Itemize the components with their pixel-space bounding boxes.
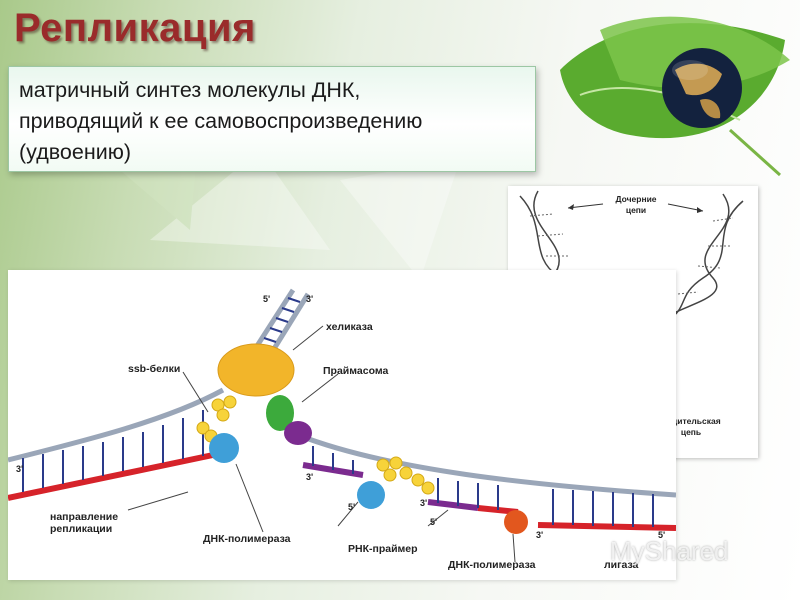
label-direction-1: направление (50, 511, 118, 523)
replication-fork-drawing: 5' 3' 3' 3' 5' 3' 5' 3' 5' хеликаза Прай… (7, 288, 677, 571)
label-primasome: Праймасома (323, 365, 388, 377)
dna-polymerase-leading (209, 433, 239, 463)
daughter-strands-label-2: цепи (626, 205, 646, 215)
label-rna-primer: РНК-праймер (348, 543, 418, 555)
primasome-green (266, 395, 294, 431)
label-direction-2: репликации (50, 523, 112, 535)
definition-line-3: (удвоению) (19, 140, 132, 164)
label-5prime-c: 5' (430, 517, 437, 527)
parent-strand-label-1: Родительская (661, 416, 720, 426)
leaf-globe-image (560, 16, 790, 177)
ssb-proteins (196, 395, 435, 495)
ligase-protein (504, 510, 528, 534)
label-5prime-b: 5' (348, 502, 355, 512)
label-3prime-c: 3' (306, 472, 313, 482)
dna-polymerase-lagging (357, 481, 385, 509)
label-ssb-proteins: ssb-белки (128, 363, 180, 375)
daughter-strands-label-1: Дочерние (615, 194, 656, 204)
label-3prime-e: 3' (536, 530, 543, 540)
helicase-protein (217, 343, 295, 397)
label-5prime-d: 5' (658, 530, 665, 540)
label-ligase: лигаза (604, 559, 639, 571)
definition-line-2: приводящий к ее самовоспроизведению (19, 109, 423, 133)
label-3prime-b: 3' (16, 464, 23, 474)
parent-strand-label-2: цепь (681, 427, 701, 437)
label-dna-polymerase-2: ДНК-полимераза (448, 559, 536, 571)
label-helicase: хеликаза (326, 321, 373, 333)
definition-line-1: матричный синтез молекулы ДНК, (19, 78, 361, 102)
slide-title: Репликация (14, 6, 256, 50)
label-5prime-a: 5' (263, 294, 270, 304)
definition-box: матричный синтез молекулы ДНК, приводящи… (8, 66, 536, 172)
replication-fork-figure: 5' 3' 3' 3' 5' 3' 5' 3' 5' хеликаза Прай… (7, 270, 677, 580)
label-dna-polymerase-1: ДНК-полимераза (203, 533, 291, 545)
primasome-purple (284, 421, 312, 445)
label-3prime-d: 3' (420, 498, 427, 508)
label-3prime-a: 3' (306, 294, 313, 304)
watermark-text: MyShared (610, 536, 729, 566)
